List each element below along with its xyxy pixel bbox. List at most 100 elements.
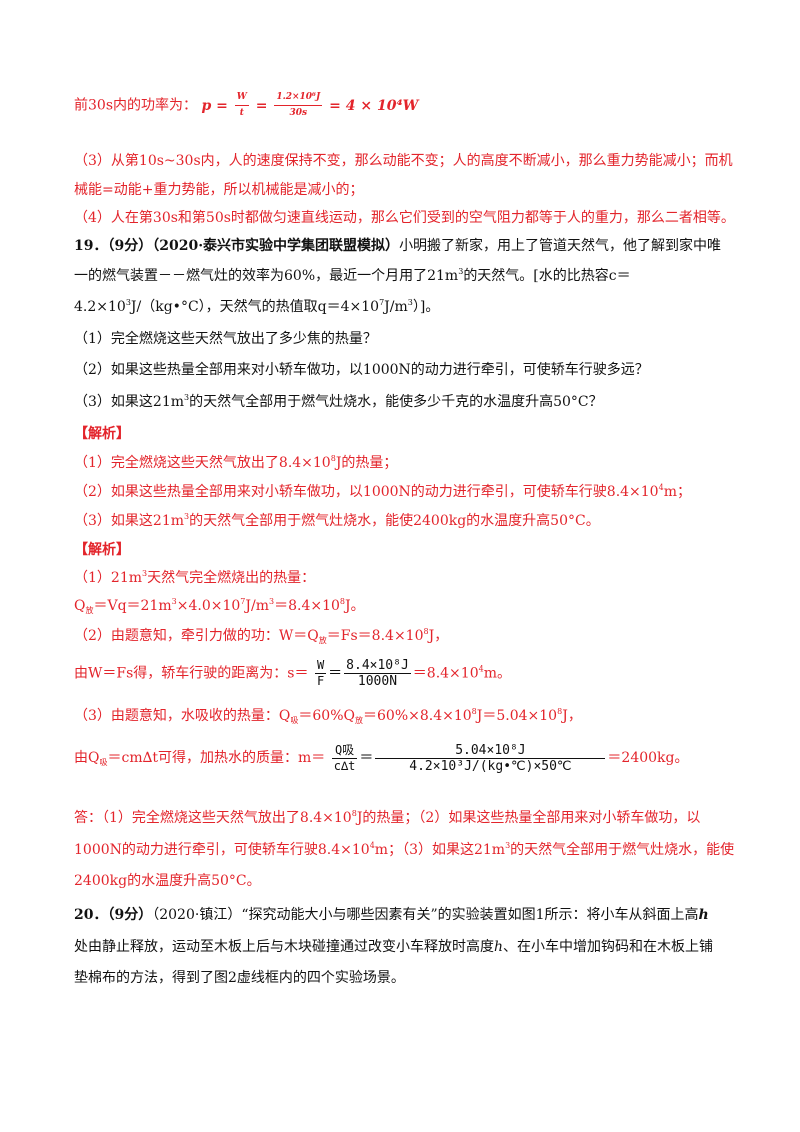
- sup: 3: [142, 569, 148, 578]
- sol-3a: （2）由题意知，牵引力做的功：W＝Q: [74, 628, 319, 644]
- sol-5e: J，: [562, 708, 582, 724]
- q20-h1: h: [698, 907, 709, 923]
- analysis-label-1: 【解析】: [74, 426, 130, 442]
- q-num: Q吸: [331, 743, 358, 759]
- sol-3: （2）由题意知，牵引力做的功：W＝Q放＝Fs＝8.4×108J，: [74, 626, 448, 646]
- dist-num: 8.4×10⁸J: [344, 658, 411, 674]
- value-fraction: 1.2×10⁶J 30s: [274, 90, 323, 121]
- sup: 8: [557, 707, 563, 716]
- q20-line3: 垫棉布的方法，得到了图2虚线框内的四个实验场景。: [74, 970, 405, 986]
- q20-text2b: 、在小车中增加钩码和在木板上铺: [503, 939, 714, 955]
- q19-sub1: （1）完全燃烧这些天然气放出了多少焦的热量？: [74, 331, 377, 347]
- sup: 8: [330, 454, 336, 463]
- q20-text1: （2020·镇江）“探究动能大小与哪些因素有关”的实验装置如图1所示：将小车从斜…: [152, 907, 699, 923]
- sol-5a: （3）由题意知，水吸收的热量：Q: [74, 708, 291, 724]
- q20-text2a: 处由静止释放，运动至木板上后与木块碰撞通过改变小车释放时高度: [74, 939, 494, 955]
- sub: 放: [355, 716, 363, 725]
- sup: 8: [351, 809, 357, 818]
- sol-6c: ＝2400kg。: [607, 750, 689, 766]
- sol-4eq: ＝: [328, 665, 343, 682]
- ans-3b: 的天然气全部用于燃气灶烧水，能使2400kg的水温度升高50°C。: [189, 513, 600, 529]
- q19-s3a: （3）如果这21m: [74, 394, 184, 410]
- sol-2: Q放＝Vq＝21m3×4.0×107J/m3＝8.4×108J。: [74, 596, 365, 616]
- sup: 3: [458, 267, 464, 276]
- q19-line2: 一的燃气装置－－燃气灶的效率为60%，最近一个月用了21m3的天然气。[水的比热…: [74, 266, 631, 286]
- sol-5: （3）由题意知，水吸收的热量：Q吸＝60%Q放＝60%×8.4×108J＝5.0…: [74, 706, 582, 726]
- frac-num: 1.2×10⁶J: [274, 90, 323, 106]
- sup: 4: [478, 664, 484, 674]
- c1a: 答：（1）完全燃烧这些天然气放出了8.4×10: [74, 810, 352, 826]
- q19-s3b: 的天然气全部用于燃气灶烧水，能使多少千克的水温度升高50°C？: [189, 394, 603, 410]
- sol-2e: ＝8.4×10: [274, 598, 340, 614]
- sol-4a: 由W＝Fs得，轿车行驶的距离为：s＝: [74, 665, 309, 682]
- sol-4c: ＝8.4×10: [412, 665, 479, 682]
- q20-number: 20．（9分）: [74, 907, 153, 923]
- w-num2: W: [314, 658, 327, 674]
- sup: 3: [505, 841, 511, 850]
- sup: 8: [423, 627, 429, 636]
- sol-5b: ＝60%Q: [298, 708, 355, 724]
- f-den: F: [316, 674, 325, 688]
- sol-5c: ＝60%×8.4×10: [363, 708, 472, 724]
- sup: 4: [658, 483, 664, 492]
- sol-1a: （1）21m: [74, 570, 142, 586]
- conclusion-3: 2400kg的水温度升高50°C。: [74, 873, 261, 889]
- ans-2: （2）如果这些热量全部用来对小轿车做功，以1000N的动力进行牵引，可使轿车行驶…: [74, 482, 691, 502]
- sup: 3: [125, 298, 131, 307]
- sol-6eq: ＝: [359, 750, 374, 766]
- q20-line1: 20．（9分）（2020·镇江）“探究动能大小与哪些因素有关”的实验装置如图1所…: [74, 905, 709, 925]
- c2a: 1000N的动力进行牵引，可使轿车行驶8.4×10: [74, 842, 370, 858]
- sup: 3: [184, 512, 190, 521]
- ans-3: （3）如果这21m3的天然气全部用于燃气灶烧水，能使2400kg的水温度升高50…: [74, 511, 600, 531]
- q19-sub2: （2）如果这些热量全部用来对小轿车做功，以1000N的动力进行牵引，可使轿车行驶…: [74, 362, 649, 378]
- answer-4-line: （4）人在第30s和第50s时都做匀速直线运动，那么它们受到的空气阻力都等于人的…: [74, 210, 735, 226]
- c2b: m；（3）如果这21m: [374, 842, 506, 858]
- power-result: = 4 × 10⁴W: [329, 97, 419, 114]
- answer-3-line1: （3）从第10s~30s内，人的速度保持不变，那么动能不变；人的高度不断减小，那…: [74, 153, 733, 169]
- sol-1b: 天然气完全燃烧出的热量：: [147, 570, 316, 586]
- analysis-label-2: 【解析】: [74, 542, 130, 558]
- answer-3-line2: 械能=动能+重力势能，所以机械能是减小的；: [74, 182, 364, 198]
- ans-3a: （3）如果这21m: [74, 513, 184, 529]
- ans-1a: （1）完全燃烧这些天然气放出了8.4×10: [74, 455, 331, 471]
- mass-den: 4.2×10³J/(kg•℃)×50℃: [409, 758, 572, 774]
- q19-text1: 小明搬了新家，用上了管道天然气，他了解到家中唯: [399, 238, 722, 254]
- sol-2f: J。: [345, 598, 365, 614]
- ans-1b: J的热量；: [335, 455, 398, 471]
- ans-2b: m；: [663, 484, 691, 500]
- q19-text3d: ）]。: [412, 299, 440, 315]
- sol-6a: 由Q: [74, 750, 100, 766]
- sol-2c: ×4.0×10: [176, 598, 241, 614]
- sup: 7: [240, 597, 246, 606]
- sol-6b: ＝cm∆t可得，加热水的质量：m＝: [107, 750, 326, 766]
- ct-den: c∆t: [333, 758, 356, 773]
- q20-h2: h: [494, 939, 504, 955]
- sol-3c: J，: [428, 628, 449, 644]
- c2c: 的天然气全部用于燃气灶烧水，能使: [510, 842, 735, 858]
- q19-text2b: 的天然气。[水的比热容c＝: [463, 268, 631, 284]
- dist-den: 1000N: [357, 674, 398, 689]
- w-num: W: [234, 90, 249, 106]
- sub: 放: [318, 636, 327, 645]
- sup: 4: [369, 841, 375, 850]
- q19-text3c: J/m: [384, 299, 408, 315]
- q19-text3a: 4.2×10: [74, 299, 126, 315]
- sol-2d: J/m: [245, 598, 269, 614]
- p-eq: p =: [201, 97, 228, 114]
- conclusion-1: 答：（1）完全燃烧这些天然气放出了8.4×108J的热量；（2）如果这些热量全部…: [74, 808, 700, 828]
- q19-text2a: 一的燃气装置－－燃气灶的效率为60%，最近一个月用了21m: [74, 268, 459, 284]
- eq1: =: [255, 97, 268, 114]
- sup: 3: [407, 298, 413, 307]
- c1b: J的热量；（2）如果这些热量全部用来对小轿车做功，以: [356, 810, 701, 826]
- frac-den: 30s: [289, 108, 308, 118]
- sol-1: （1）21m3天然气完全燃烧出的热量：: [74, 568, 315, 588]
- sup: 8: [339, 597, 345, 606]
- sub: 吸: [290, 716, 299, 725]
- sol-2b: ＝Vq＝21m: [93, 598, 172, 614]
